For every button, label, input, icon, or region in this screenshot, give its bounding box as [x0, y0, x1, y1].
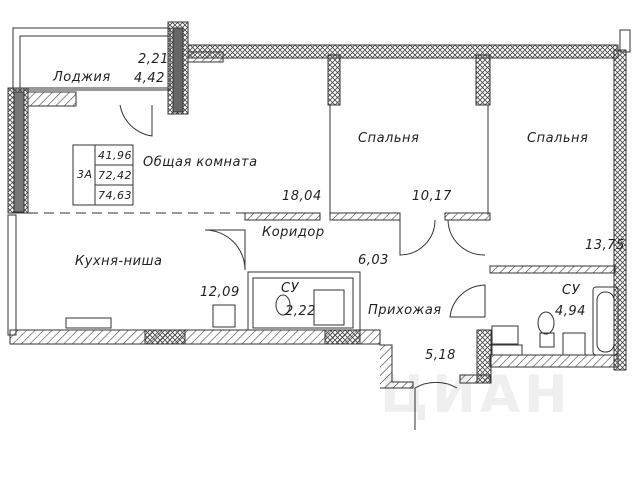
apartment-type: 3А — [77, 168, 93, 181]
room-name-kitchen: Кухня-ниша — [75, 254, 163, 269]
room-name-bathroom-2: СУ — [562, 283, 580, 298]
wall-right — [613, 49, 627, 371]
room-name-bedroom-2: Спальня — [527, 131, 589, 146]
room-area-bathroom-2: 4,94 — [555, 304, 586, 319]
room-area-bedroom-1: 10,17 — [412, 189, 452, 204]
room-area-loggia-2: 4,42 — [134, 71, 165, 86]
room-area-corridor: 6,03 — [358, 253, 389, 268]
room-area-bathroom-1: 2,22 — [285, 304, 316, 319]
room-name-bedroom-1: Спальня — [358, 131, 420, 146]
room-area-kitchen: 12,09 — [200, 285, 240, 300]
room-area-bedroom-2: 13,75 — [585, 238, 625, 253]
room-name-loggia: Лоджия — [53, 70, 111, 85]
room-name-corridor: Коридор — [262, 225, 325, 240]
total-area: 72,42 — [98, 169, 132, 182]
watermark: ЦИАН — [380, 365, 572, 425]
room-area-living: 18,04 — [282, 189, 322, 204]
bathroom-1-walls — [247, 271, 361, 331]
room-name-bathroom-1: СУ — [281, 281, 299, 296]
wall-top — [187, 44, 619, 59]
room-area-loggia-1: 2,21 — [138, 52, 169, 67]
living-area: 41,96 — [98, 149, 132, 162]
area-table — [72, 144, 134, 206]
bathtub — [592, 286, 619, 356]
toilet — [537, 311, 555, 335]
room-name-hallway: Прихожая — [368, 303, 442, 318]
sink — [562, 332, 586, 356]
total-area-with-loggia: 74,63 — [98, 189, 132, 202]
room-area-hallway: 5,18 — [425, 348, 456, 363]
room-name-living: Общая комната — [143, 155, 258, 170]
